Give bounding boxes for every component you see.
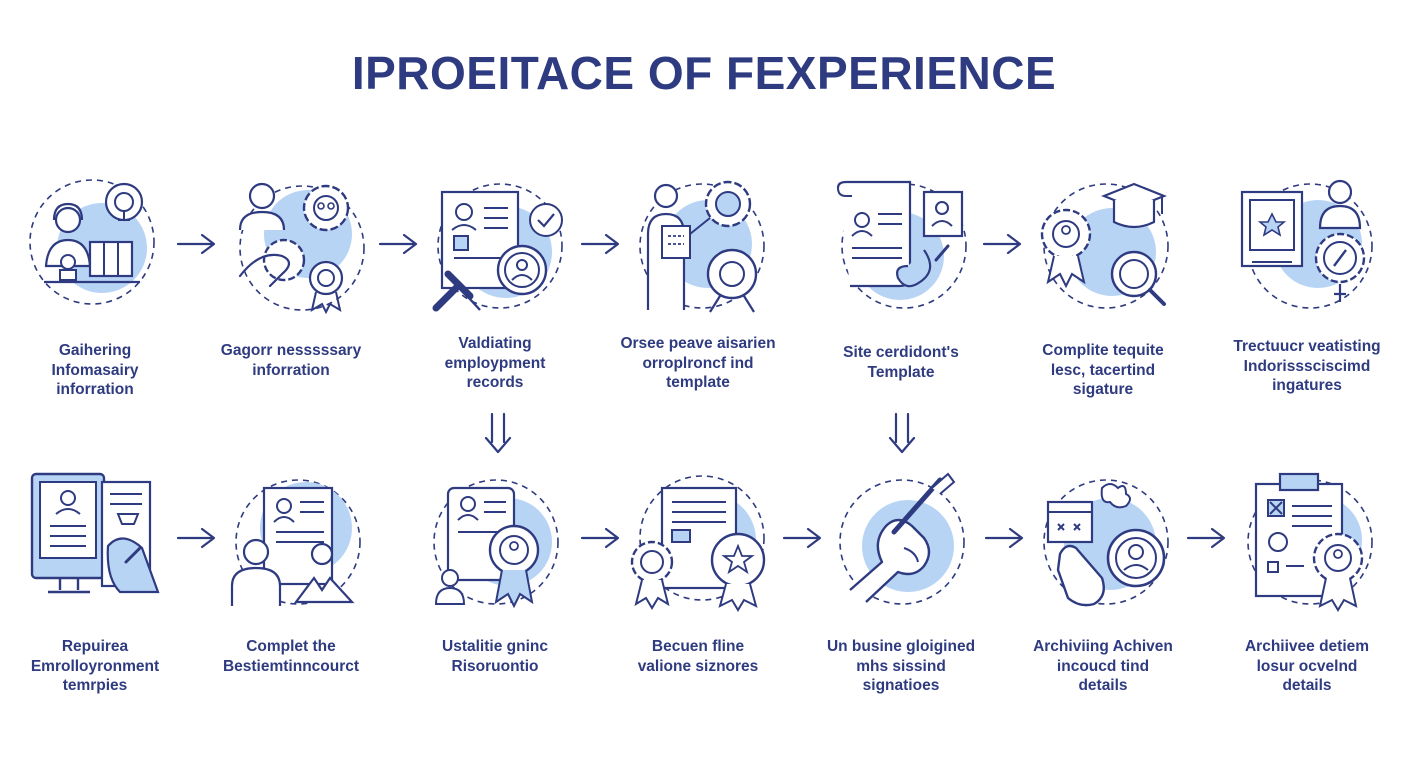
flow-arrow (982, 232, 1024, 256)
tablet-person-compass-icon (1240, 179, 1373, 309)
flow-arrow (176, 232, 218, 256)
archive-hand-globe-icon (1043, 479, 1169, 607)
document-people-icon (230, 479, 361, 606)
flow-arrow (176, 526, 218, 550)
monitor-document-hand-icon (30, 472, 160, 594)
flow-arrow (1186, 526, 1228, 550)
presenter-gear-badge-icon (639, 180, 765, 313)
flow-arrow (984, 526, 1026, 550)
step-gathering-information (20, 170, 170, 320)
page-title: IPROEITACE OF FEXPERIENCE (351, 47, 1057, 99)
step-archiving (1030, 466, 1180, 616)
step-inter-signatures (1234, 170, 1384, 320)
step-required-employment-templates (22, 466, 172, 616)
scroll-certificate-icon (836, 180, 967, 309)
step-complete-document (222, 466, 372, 616)
award-graduation-magnifier-icon (1040, 182, 1169, 309)
step-certificate-template (828, 170, 978, 320)
flow-arrow (782, 526, 824, 550)
document-ribbon-person-icon (433, 479, 559, 609)
hand-signing-pen-icon (839, 472, 965, 605)
flow-arrow (378, 232, 420, 256)
step-ustalitie-resolution (424, 466, 574, 616)
headset-agent-gear-icon (29, 179, 155, 305)
user-gear-handshake-icon (238, 182, 365, 315)
clipboard-check-badge-icon (1247, 472, 1373, 612)
step-complete-signature (1030, 170, 1180, 320)
flow-arrow (580, 526, 622, 550)
step-gathering-necessary-information (222, 170, 372, 320)
step-template-preparation (626, 170, 776, 320)
flow-arrow (580, 232, 622, 256)
step-archive-details (1234, 466, 1384, 616)
step-validate-signatures (626, 466, 776, 616)
record-check-gavel-icon (432, 183, 563, 312)
step-validating-records (424, 170, 574, 320)
step-signing (828, 466, 978, 616)
document-two-badges-icon (630, 475, 766, 612)
flow-arrow-down (484, 412, 512, 456)
flow-arrow-down (888, 412, 916, 456)
